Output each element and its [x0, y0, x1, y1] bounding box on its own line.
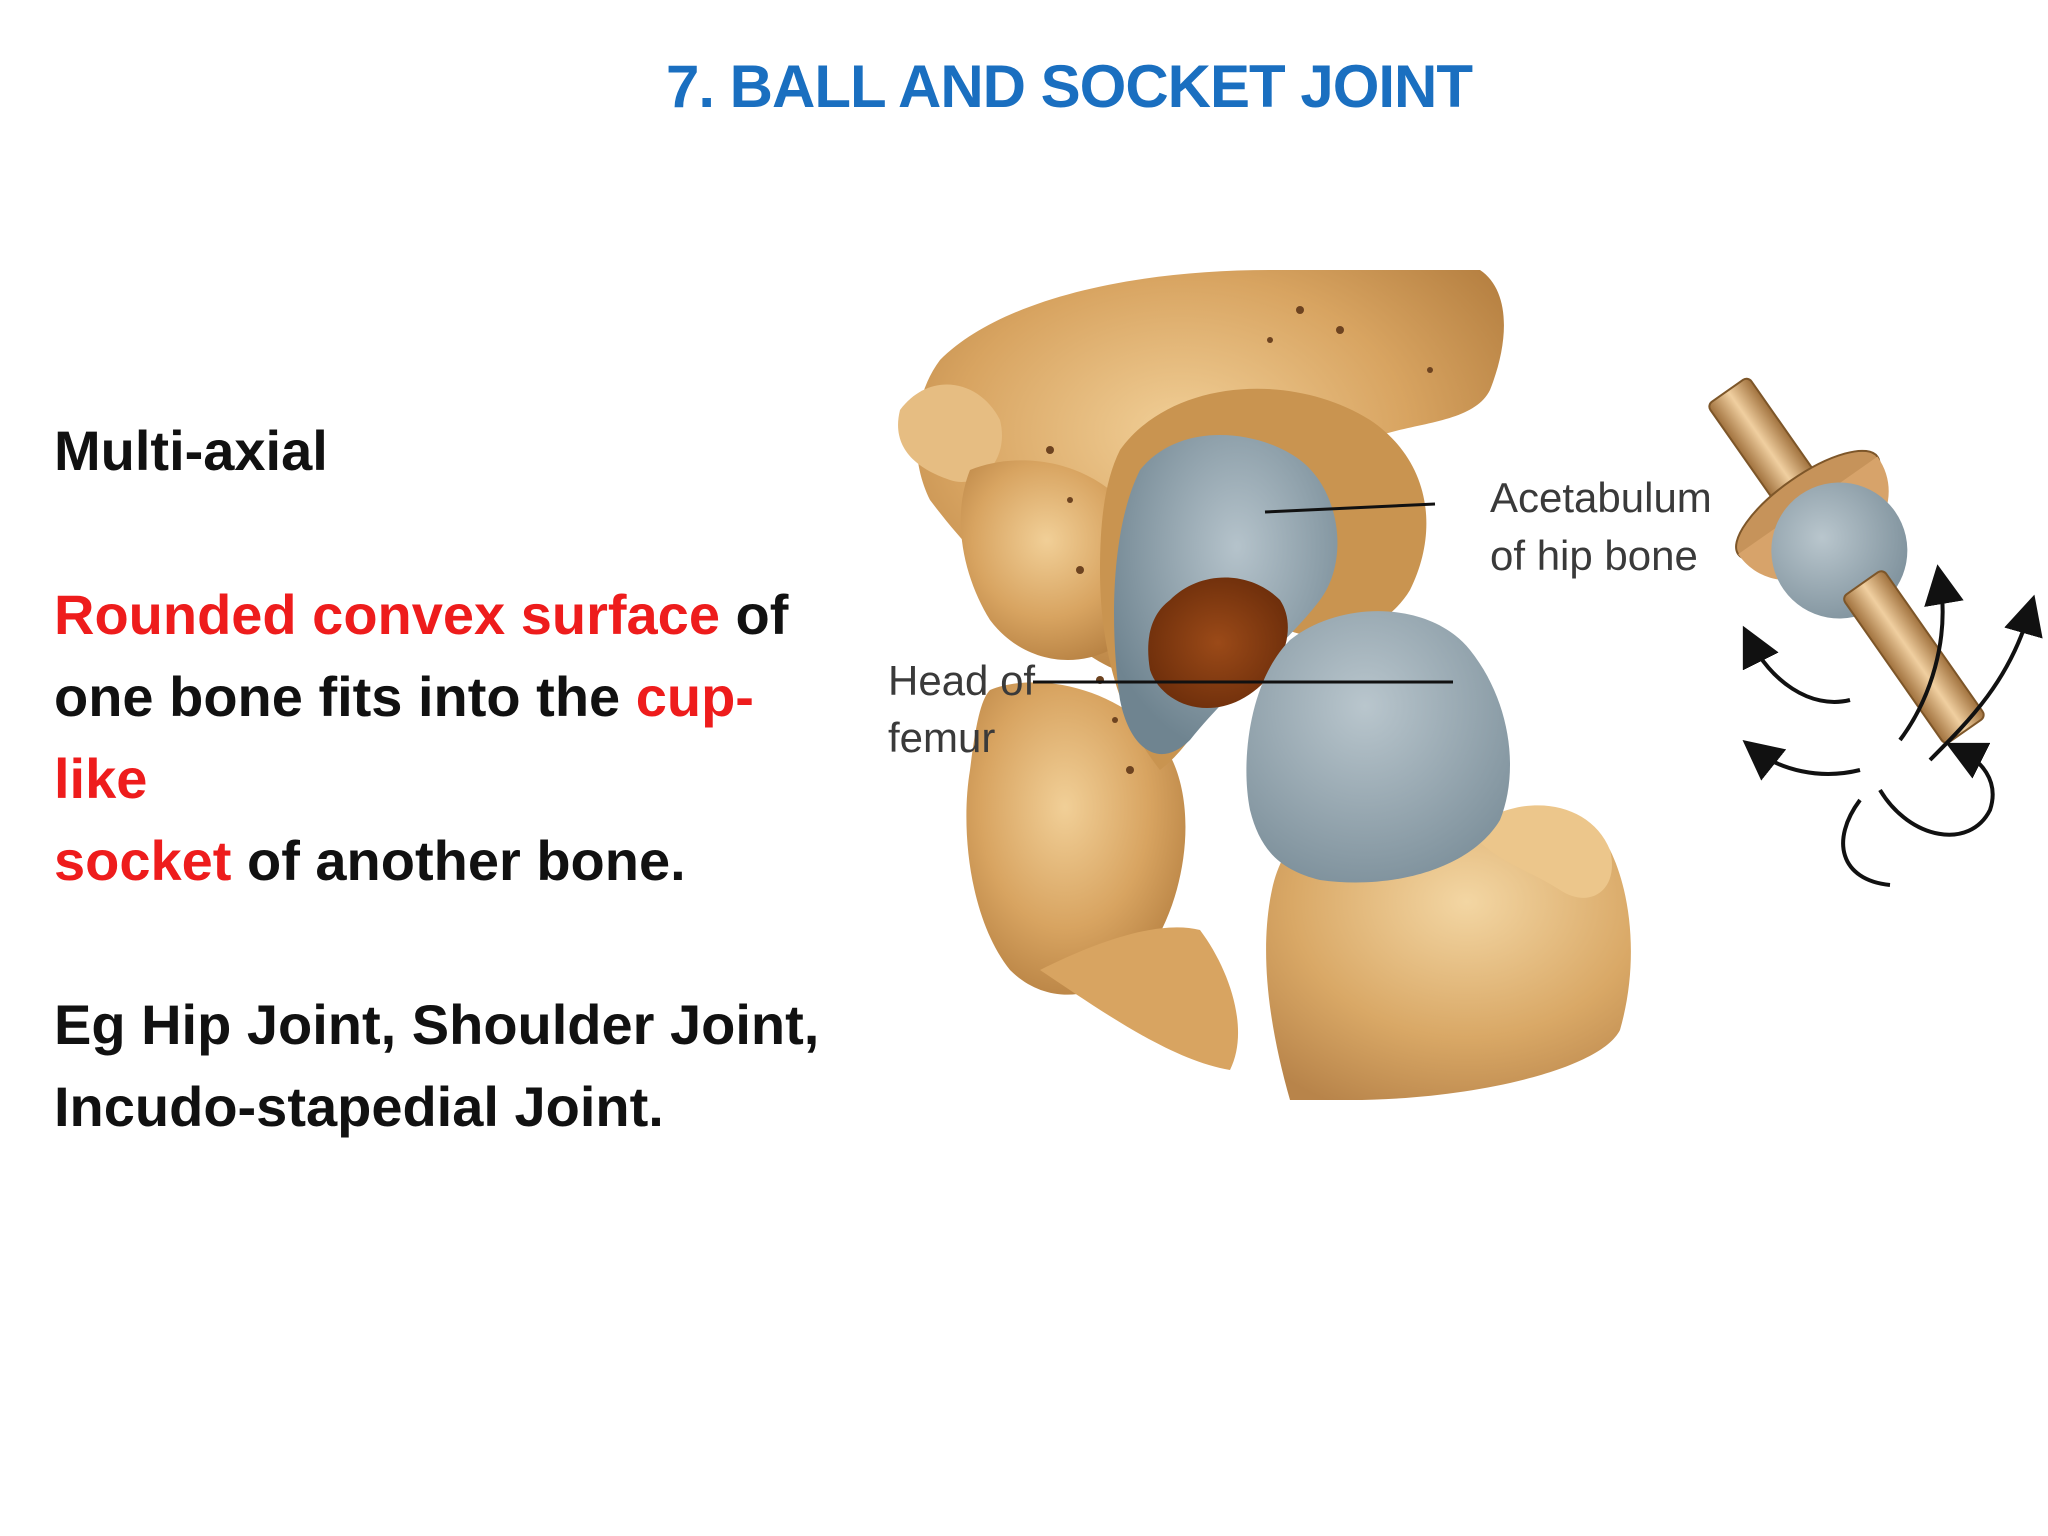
definition-text: of another bone. — [231, 829, 686, 892]
spacer — [54, 492, 854, 574]
highlight-socket: socket — [54, 829, 232, 892]
definition-line-4: socket of another bone. — [54, 820, 854, 902]
definition-text: of — [719, 583, 789, 646]
label-acetabulum-line1: Acetabulum — [1490, 474, 1712, 521]
ball-socket-model — [1708, 377, 2043, 887]
highlight-like: like — [54, 747, 148, 810]
slide-body: Multi-axial Rounded convex surface of on… — [54, 410, 854, 1148]
definition-line-1: Rounded convex surface of — [54, 574, 854, 656]
label-acetabulum-line2: of hip bone — [1490, 532, 1698, 579]
femoral-head — [1246, 611, 1510, 883]
spacer — [54, 902, 854, 984]
highlight-cup: cup- — [635, 665, 754, 728]
definition-line-3: like — [54, 738, 854, 820]
definition-line-2: one bone fits into the cup- — [54, 656, 854, 738]
multi-axial-text: Multi-axial — [54, 419, 328, 482]
examples-line-2: Incudo-stapedial Joint. — [54, 1075, 664, 1138]
hip-joint-illustration: Acetabulum of hip bone Head of femur — [870, 270, 2048, 1100]
hip-joint-svg: Acetabulum of hip bone Head of femur — [888, 270, 2043, 1100]
definition-text: one bone fits into the — [54, 665, 636, 728]
highlight-rounded-convex: Rounded convex surface — [54, 583, 720, 646]
label-head-line1: Head of — [888, 657, 1035, 704]
slide-title: 7. BALL AND SOCKET JOINT — [665, 53, 1473, 120]
examples-line-1: Eg Hip Joint, Shoulder Joint, — [54, 993, 820, 1056]
acetabulum-leader-line — [1264, 502, 1436, 514]
label-head-line2: femur — [888, 714, 995, 761]
femur-bone — [1266, 805, 1631, 1100]
acetabular-fossa — [1148, 577, 1288, 709]
